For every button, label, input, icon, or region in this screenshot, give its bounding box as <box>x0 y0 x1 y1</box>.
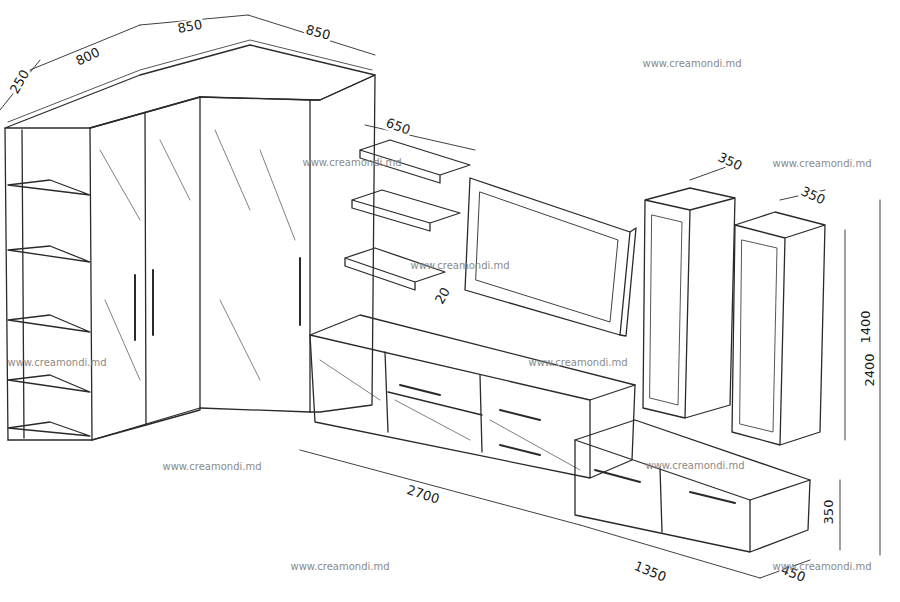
watermark: www.creamondi.md <box>528 357 627 368</box>
dimension-label: 650 <box>383 116 413 139</box>
dimension-label: 350 <box>798 184 828 208</box>
watermark: www.creamondi.md <box>772 561 871 572</box>
watermark: www.creamondi.md <box>645 460 744 471</box>
dimension-label: 800 <box>73 45 103 69</box>
watermark: www.creamondi.md <box>302 157 401 168</box>
watermark: www.creamondi.md <box>7 357 106 368</box>
dimension-label: 350 <box>822 499 836 526</box>
watermark: www.creamondi.md <box>772 158 871 169</box>
dimension-label: 350 <box>715 150 745 174</box>
dimension-label: 20 <box>432 284 454 307</box>
dimension-label: 1350 <box>631 559 669 585</box>
watermark: www.creamondi.md <box>290 561 389 572</box>
dimension-label: 850 <box>176 18 205 37</box>
watermark: www.creamondi.md <box>410 260 509 271</box>
dimension-label: 1400 <box>859 309 873 344</box>
dimension-label: 250 <box>7 67 33 97</box>
dimension-label: 850 <box>303 23 333 44</box>
watermark: www.creamondi.md <box>642 58 741 69</box>
dimension-label: 2400 <box>863 352 877 387</box>
watermark: www.creamondi.md <box>162 461 261 472</box>
